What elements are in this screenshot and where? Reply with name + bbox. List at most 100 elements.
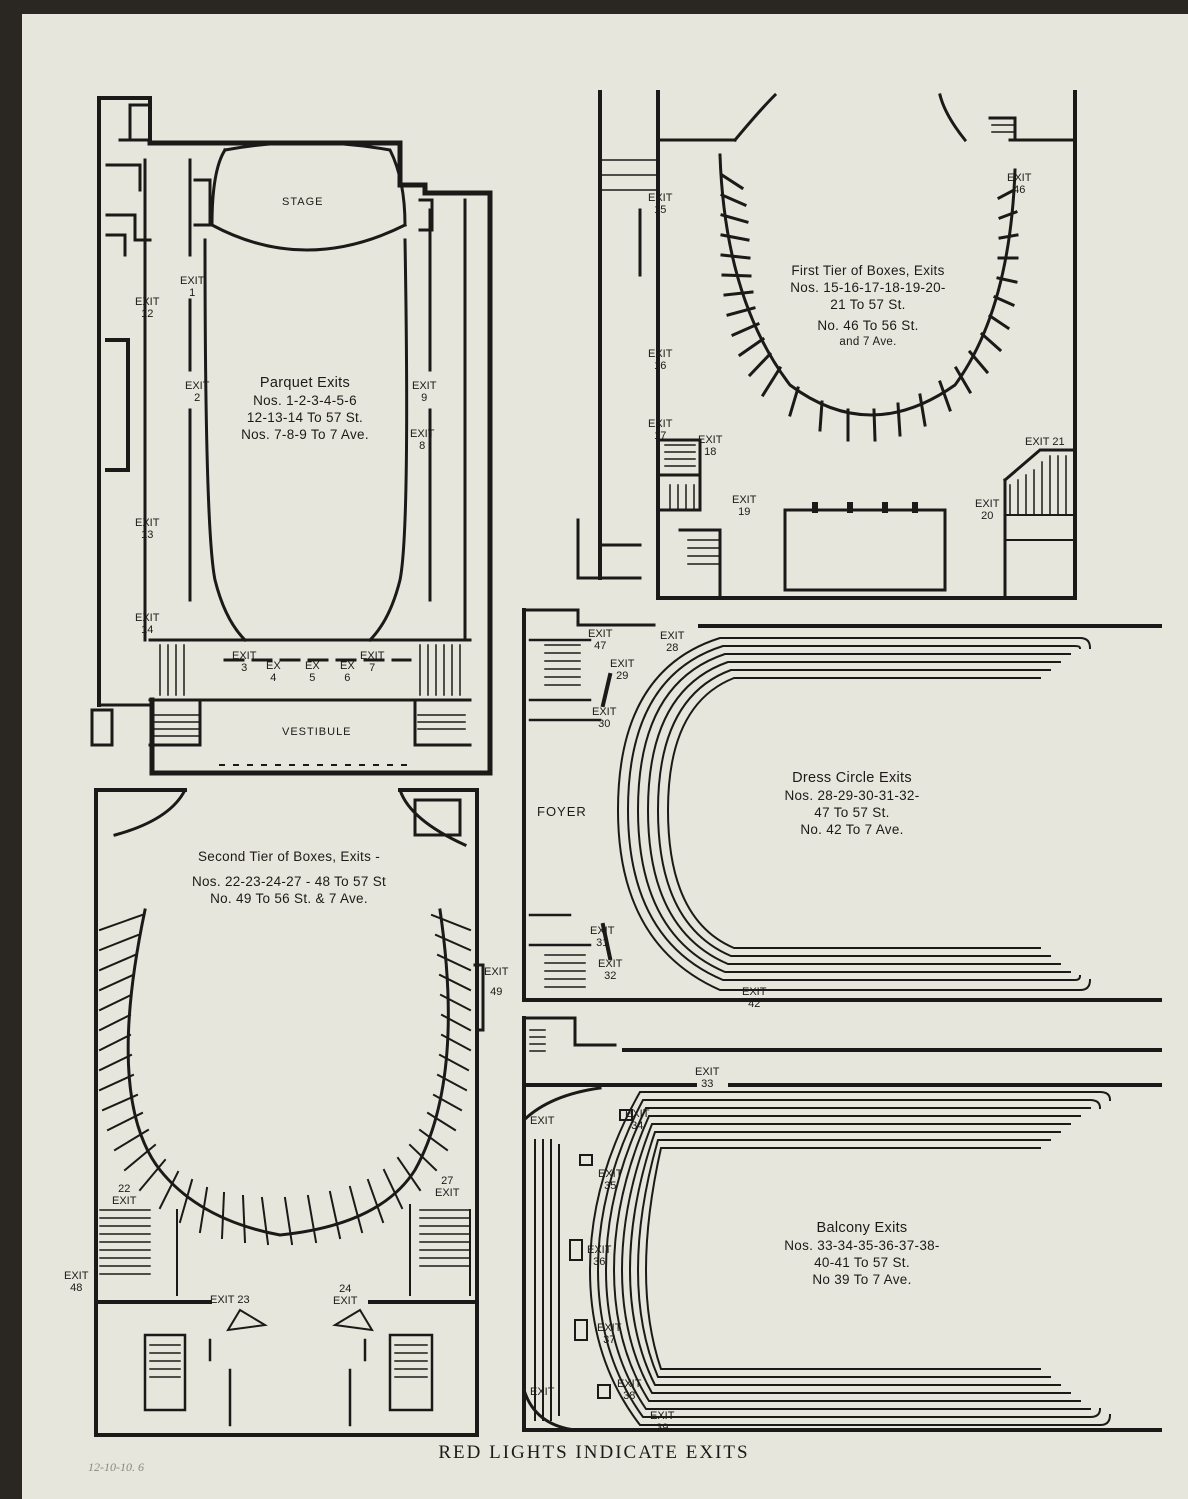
- exit-number: 37: [603, 1334, 616, 1346]
- parquet-line-2: 12-13-14 To 57 St.: [246, 410, 364, 425]
- exit-number: 13: [141, 529, 154, 541]
- second-tier-line-1: Nos. 22-23-24-27 - 48 To 57 St: [191, 874, 387, 889]
- exit-word: EXIT: [648, 348, 673, 360]
- dress-circle-line-1: Nos. 28-29-30-31-32-: [784, 788, 920, 803]
- parquet-plan: [90, 96, 493, 776]
- first-tier-line-2: 21 To 57 St.: [830, 297, 906, 312]
- dress-circle-line-3: No. 42 To 7 Ave.: [800, 822, 904, 837]
- ex-word: EX: [305, 660, 320, 672]
- first-tier-title: First Tier of Boxes, Exits: [791, 263, 945, 278]
- exit-number: 29: [616, 670, 629, 682]
- foyer-label: FOYER: [537, 804, 587, 819]
- exit-number: 47: [594, 640, 607, 652]
- exit-word: EXIT: [1025, 436, 1050, 448]
- exit-number: 17: [654, 430, 667, 442]
- exit-word: EXIT: [610, 658, 635, 670]
- paper-sheet: [22, 14, 1188, 1499]
- exit-word: EXIT: [590, 925, 615, 937]
- balcony-line-1: Nos. 33-34-35-36-37-38-: [784, 1238, 940, 1253]
- stage-label: STAGE: [282, 196, 324, 208]
- exit-balcony-upper-label: EXIT: [530, 1115, 555, 1127]
- exit-number: 5: [309, 672, 316, 684]
- exit-word: EXIT: [648, 192, 673, 204]
- exit-number: 34: [631, 1120, 644, 1132]
- exit-number: 21: [1052, 436, 1065, 448]
- exit-word: EXIT: [588, 628, 613, 640]
- exit-word: EXIT: [1007, 172, 1032, 184]
- exit-word: EXIT: [648, 418, 673, 430]
- exit-number: 19: [738, 506, 751, 518]
- first-tier-exits-note: First Tier of Boxes, Exits Nos. 15-16-17…: [768, 262, 968, 351]
- second-tier-exits-note: Second Tier of Boxes, Exits - Nos. 22-23…: [158, 848, 420, 907]
- exit-word: EXIT: [742, 986, 767, 998]
- second-tier-line-2: No. 49 To 56 St. & 7 Ave.: [210, 891, 368, 906]
- exit-word: EXIT: [484, 966, 509, 978]
- exit-word: EXIT: [587, 1244, 612, 1256]
- balcony-line-3: No 39 To 7 Ave.: [812, 1272, 912, 1287]
- exit-word: EXIT: [112, 1195, 137, 1207]
- exit-number: 3: [241, 662, 248, 674]
- exit-word: EXIT: [695, 1066, 720, 1078]
- exit-number: 9: [421, 392, 428, 404]
- exit-word: EXIT: [975, 498, 1000, 510]
- exit-word: EXIT: [135, 517, 160, 529]
- exit-number: 22: [118, 1183, 131, 1195]
- dress-circle-title: Dress Circle Exits: [792, 770, 912, 786]
- exit-word: EXIT: [412, 380, 437, 392]
- exit-number: 46: [1013, 184, 1026, 196]
- exit-word: EXIT: [360, 650, 385, 662]
- exit-word: EXIT: [597, 1322, 622, 1334]
- exit-number: 35: [604, 1180, 617, 1192]
- vestibule-label: VESTIBULE: [282, 726, 352, 738]
- exit-number: 49: [490, 986, 503, 998]
- first-tier-line-4: and 7 Ave.: [839, 336, 897, 348]
- first-tier-plan: [576, 90, 1077, 600]
- exit-number: 23: [237, 1294, 250, 1306]
- exit-number: 30: [598, 718, 611, 730]
- exit-word: EXIT: [650, 1410, 675, 1422]
- balcony-line-2: 40-41 To 57 St.: [814, 1255, 910, 1270]
- first-tier-line-1: Nos. 15-16-17-18-19-20-: [790, 280, 946, 295]
- exit-23-label: EXIT 23: [210, 1294, 250, 1306]
- exit-number: 6: [344, 672, 351, 684]
- exit-word: EXIT: [333, 1295, 358, 1307]
- exit-21-label: EXIT 21: [1025, 436, 1065, 448]
- second-tier-plan: [94, 787, 485, 1437]
- exit-word: EXIT: [64, 1270, 89, 1282]
- exit-word: EXIT: [592, 706, 617, 718]
- exit-word: EXIT: [410, 428, 435, 440]
- parquet-title: Parquet Exits: [259, 375, 351, 391]
- exit-word: EXIT: [135, 612, 160, 624]
- exit-number: 28: [666, 642, 679, 654]
- exit-number: 31: [596, 937, 609, 949]
- exit-number: 20: [981, 510, 994, 522]
- exit-49-label: EXIT 49: [484, 966, 508, 998]
- parquet-exits-note: Parquet Exits Nos. 1-2-3-4-5-6 12-13-14 …: [210, 375, 400, 443]
